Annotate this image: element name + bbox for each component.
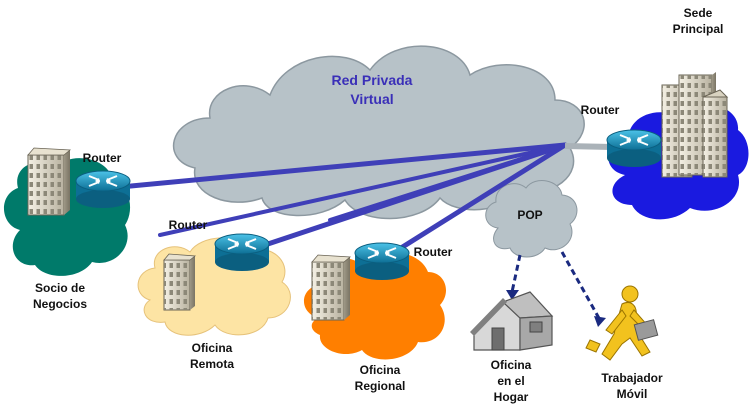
house-icon [470,291,554,351]
partner-label-line1: Socio de [35,281,85,295]
tunnel-partner [117,142,568,190]
hq-label-line2: Principal [673,22,724,36]
regional-router-label: Router [414,245,453,259]
vpn-tunnels-upper [158,143,567,237]
partner-router-label: Router [83,151,122,165]
home-label-line1: Oficina [491,358,532,372]
regional-label-line1: Oficina [360,363,401,377]
router-icon [606,129,662,168]
mobile-label-line2: Móvil [617,387,648,401]
link-pop-mobile [560,251,602,321]
remote-label-line2: Remota [190,357,234,371]
tunnel-regional [382,142,568,261]
home-label-line2: en el [497,374,524,388]
router-icon [214,233,270,272]
partner-label-line2: Negocios [33,297,87,311]
vpn-title-line2: Virtual [350,91,393,107]
building-icon [311,254,352,321]
pop-cloud [485,180,578,258]
link-pop-home [510,254,522,293]
router-icon [75,170,131,209]
router-icon [354,242,410,281]
hq-uplink [564,143,613,150]
mobile-label-line1: Trabajador [601,371,663,385]
vpn-title-line1: Red Privada [332,72,413,88]
hq-router-label: Router [581,103,620,117]
regional-label-line2: Regional [355,379,406,393]
building-icon [661,72,729,178]
worker-icon [585,285,659,361]
hq-label-line1: Sede [684,6,713,20]
pop-dashed-links [510,251,602,321]
remote-router-label: Router [169,218,208,232]
remote-label-line1: Oficina [192,341,233,355]
building-icon [27,147,72,216]
building-icon [163,253,197,311]
home-label-line3: Hogar [494,390,529,404]
pop-label: POP [517,208,542,222]
